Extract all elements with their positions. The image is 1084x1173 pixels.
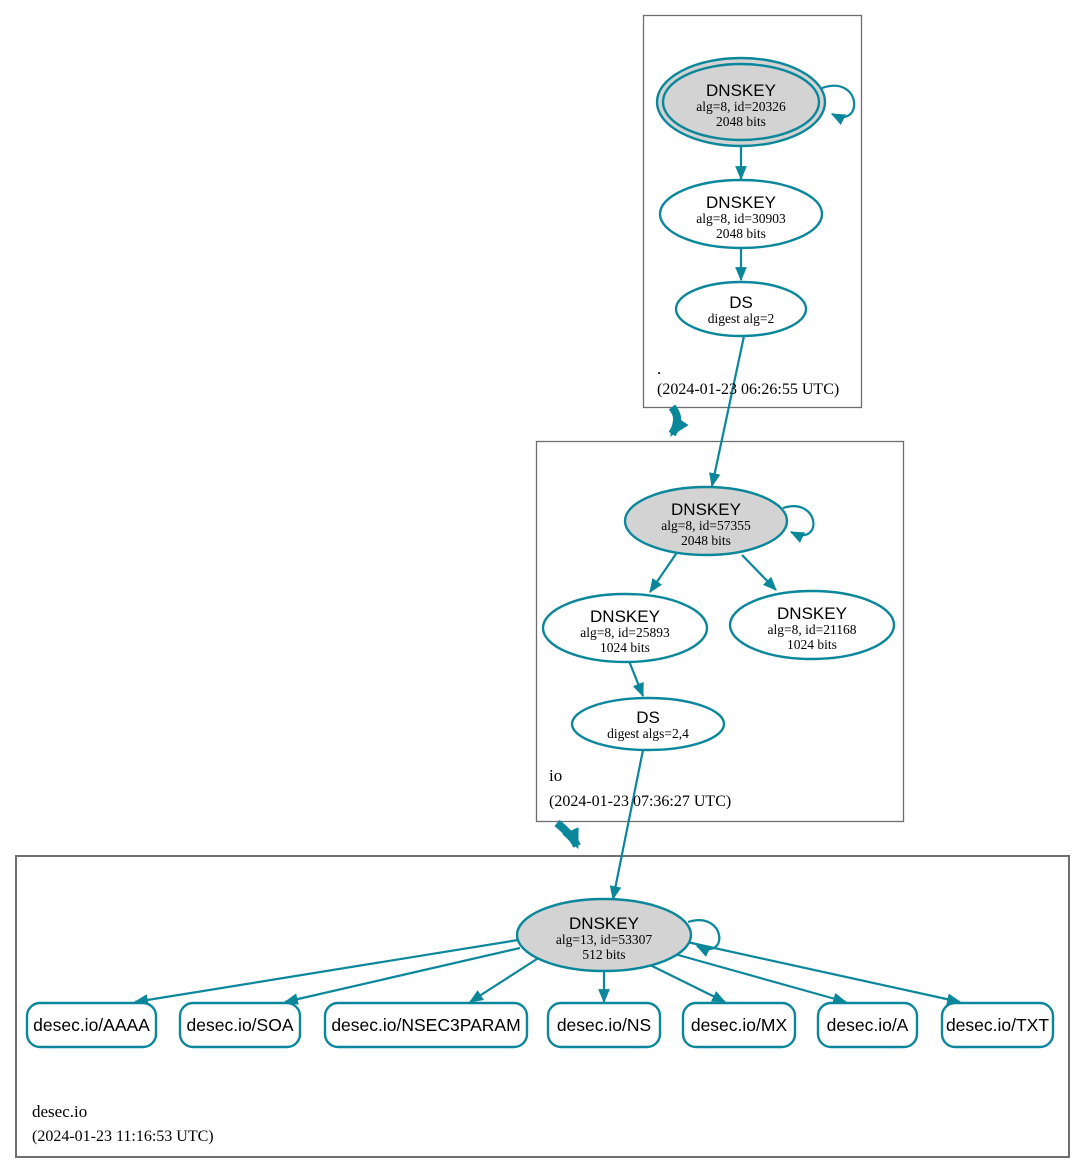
zone-label-root: .: [657, 359, 661, 378]
edge-root-ds-to-io-ksk: [708, 335, 746, 488]
edge-io-zsk-to-ds: [627, 660, 645, 698]
io-ds-ellipse: [570, 696, 726, 752]
zone-timestamp-io: (2024-01-23 07:36:27 UTC): [549, 793, 731, 810]
root-zsk-detail-2: 2048 bits: [716, 226, 766, 241]
node-root-ds[interactable]: DS digest alg=2: [674, 280, 808, 338]
self-loop-io-ksk: [782, 505, 815, 543]
root-ksk-detail-1: alg=8, id=20326: [696, 99, 786, 114]
zone-label-io: io: [549, 766, 562, 785]
node-root-ksk-20326[interactable]: DNSKEY alg=8, id=20326 2048 bits: [655, 56, 827, 148]
root-ds-ellipse: [674, 280, 808, 338]
root-zsk-detail-1: alg=8, id=30903: [696, 211, 786, 226]
rrset-txt-label: desec.io/TXT: [946, 1015, 1049, 1035]
io-zsk-b-title: DNSKEY: [777, 604, 847, 623]
node-io-ksk-57355[interactable]: DNSKEY alg=8, id=57355 2048 bits: [623, 485, 789, 557]
rrset-ns-box: [546, 1001, 662, 1049]
io-zsk-a-detail-1: alg=8, id=25893: [580, 625, 670, 640]
edge-desec-key-to-mx: [647, 963, 727, 1003]
rrset-aaaa-box: [25, 1001, 158, 1049]
io-zsk-a-title: DNSKEY: [590, 607, 660, 626]
root-ds-detail-1: digest alg=2: [708, 311, 774, 326]
edge-io-ksk-to-zsk-a: [649, 550, 679, 593]
io-ds-detail-1: digest algs=2,4: [607, 726, 689, 741]
zone-timestamp-root: (2024-01-23 06:26:55 UTC): [657, 381, 839, 398]
io-ksk-detail-2: 2048 bits: [681, 533, 731, 548]
io-zsk-b-detail-1: alg=8, id=21168: [768, 622, 857, 637]
self-loop-root-ksk: [821, 84, 856, 125]
edge-desec-key-to-a: [670, 951, 848, 1005]
io-zsk-a-detail-2: 1024 bits: [600, 640, 650, 655]
edge-io-ksk-to-zsk-b: [741, 554, 777, 591]
edge-desec-key-to-soa: [283, 946, 521, 1005]
rrset-nsec3param-box: [323, 1001, 529, 1049]
edge-desec-key-to-txt: [686, 940, 962, 1005]
node-rrset-mx[interactable]: desec.io/MX: [681, 1001, 797, 1049]
io-zsk-b-detail-2: 1024 bits: [787, 637, 837, 652]
root-ksk-inner-ellipse: [661, 62, 821, 142]
node-rrset-nsec3param[interactable]: desec.io/NSEC3PARAM: [323, 1001, 529, 1049]
desec-key-detail-1: alg=13, id=53307: [556, 932, 652, 947]
rrset-a-label: desec.io/A: [827, 1015, 909, 1035]
root-ksk-title: DNSKEY: [706, 81, 776, 100]
zone-timestamp-desec-io: (2024-01-23 11:16:53 UTC): [32, 1128, 214, 1145]
desec-key-title: DNSKEY: [569, 914, 639, 933]
io-ksk-ellipse: [623, 485, 789, 557]
root-ds-title: DS: [729, 293, 753, 312]
self-loop-desec-key: [687, 919, 721, 957]
root-ksk-detail-2: 2048 bits: [716, 114, 766, 129]
rrset-aaaa-label: desec.io/AAAA: [33, 1015, 150, 1035]
edge-desec-key-to-aaaa: [133, 938, 519, 1006]
rrset-nsec3param-label: desec.io/NSEC3PARAM: [331, 1015, 520, 1035]
rrset-mx-box: [681, 1001, 797, 1049]
rrset-txt-box: [940, 1001, 1055, 1049]
node-rrset-ns[interactable]: desec.io/NS: [546, 1001, 662, 1049]
io-zsk-a-ellipse: [541, 592, 709, 664]
rrset-mx-label: desec.io/MX: [691, 1015, 788, 1035]
rrset-soa-box: [178, 1001, 302, 1049]
io-ksk-detail-1: alg=8, id=57355: [661, 518, 751, 533]
rrset-a-box: [816, 1001, 919, 1049]
delegation-arrow-root-to-io: [668, 404, 689, 437]
desec-key-detail-2: 512 bits: [582, 947, 625, 962]
root-ksk-outer-ellipse: [655, 56, 827, 148]
node-rrset-txt[interactable]: desec.io/TXT: [940, 1001, 1055, 1049]
node-root-zsk-30903[interactable]: DNSKEY alg=8, id=30903 2048 bits: [658, 178, 824, 250]
zone-box-root: [642, 14, 863, 409]
node-io-ds[interactable]: DS digest algs=2,4: [570, 696, 726, 752]
root-zsk-ellipse: [658, 178, 824, 250]
io-ds-title: DS: [636, 708, 660, 727]
root-zsk-title: DNSKEY: [706, 193, 776, 212]
zone-label-desec-io: desec.io: [32, 1102, 87, 1121]
desec-key-ellipse: [515, 897, 693, 973]
edge-desec-key-to-nsec3param: [469, 956, 541, 1003]
node-io-zsk-21168[interactable]: DNSKEY alg=8, id=21168 1024 bits: [728, 589, 896, 661]
io-ksk-title: DNSKEY: [671, 500, 741, 519]
node-desec-key-53307[interactable]: DNSKEY alg=13, id=53307 512 bits: [515, 897, 693, 973]
zone-box-io: [535, 440, 905, 823]
node-rrset-a[interactable]: desec.io/A: [816, 1001, 919, 1049]
delegation-arrow-io-to-desec: [554, 819, 581, 850]
zone-box-desec-io: [15, 855, 1070, 1158]
edge-io-ds-to-desec-key: [609, 749, 645, 901]
rrset-soa-label: desec.io/SOA: [187, 1015, 294, 1035]
node-io-zsk-25893[interactable]: DNSKEY alg=8, id=25893 1024 bits: [541, 592, 709, 664]
node-rrset-aaaa[interactable]: desec.io/AAAA: [25, 1001, 158, 1049]
node-rrset-soa[interactable]: desec.io/SOA: [178, 1001, 302, 1049]
io-zsk-b-ellipse: [728, 589, 896, 661]
rrset-ns-label: desec.io/NS: [557, 1015, 651, 1035]
